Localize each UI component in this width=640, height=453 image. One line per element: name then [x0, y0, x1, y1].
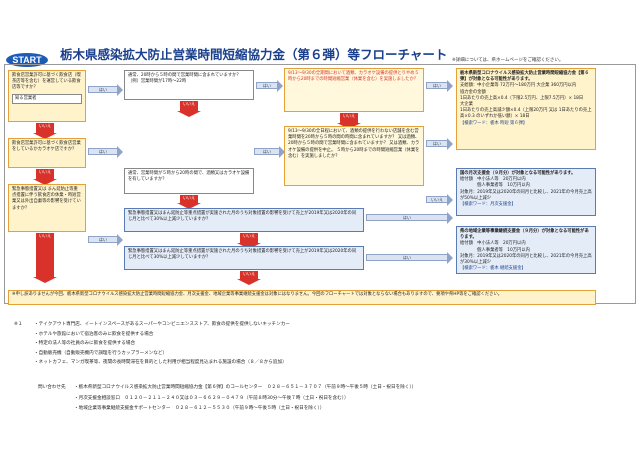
arrow-q4-yes: はい	[256, 80, 283, 92]
question-4-text: 通常、20時から５時の間で営業時間に含まれていますか？（例）営業時間が17時～2…	[128, 73, 241, 85]
result-3: 県の地域企業等事業継続支援金（９月分）が対象となる可能性があります。 給付額 中…	[456, 226, 596, 274]
arrow-q8-no: いいえ	[237, 233, 261, 249]
result-1-line-1: 協力金の金額	[460, 89, 486, 95]
question-2: 飲食店営業許可に基づく飲食店営業をしているかカラオケ店ですか？	[8, 138, 86, 168]
notes-section: ※１ ・テイクアウト専門店、イートインスペースがあるスーパーやコンビニエンススト…	[14, 320, 290, 368]
question-8-text: 緊急事態措置又はまん延防止等重点措置が実施された月のうち対象措置の影響を受けて売…	[128, 211, 357, 223]
question-5: 9/13～9/30の全期間において酒類、カラオケ設備の提供とりやめ５時から20時…	[284, 68, 424, 112]
result-1-line-4: 1日あたりの売上高減少額×0.4（上限20万円 又は 1日あたりの売上高×0.3…	[460, 108, 592, 120]
question-1: 飲食店営業許可に基づく飲食店（喫茶店等を含む）を運営している飲食店等ですか？ 知…	[8, 70, 86, 122]
question-1-alt: 知る営業者	[12, 93, 82, 104]
result-2-line-2: 対象月：2019年又は2020年の同月と比較し、2021年の今月売上高が50%以…	[460, 189, 592, 201]
result-3-line-0: 給付額 中小法人等 20万円以内	[460, 241, 526, 247]
result-1-heading: 栃木県新型コロナウイルス感染拡大防止営業時間短縮協力金【第６弾】が対象となる可能…	[460, 71, 589, 83]
note-item: ・自動販売機（自動販売機内で調理を行うカップラーメンなど）	[34, 350, 168, 356]
result-1-search: 【検索ワード：栃木 時短 第６弾】	[460, 120, 528, 126]
top-note: ※詳細については、県ホームページをご確認ください。	[452, 58, 564, 63]
question-7-text: 通常、営業時間が５時から20時の間で、酒類又はカラオケ設備を有していますか？	[128, 171, 250, 183]
arrow-q7-no: いいえ	[177, 195, 201, 209]
question-5-text: 9/13～9/30の全期間において酒類、カラオケ設備の提供とりやめ５時から20時…	[288, 71, 419, 83]
question-8: 緊急事態措置又はまん延防止等重点措置が実施された月のうち対象措置の影響を受けて売…	[124, 208, 364, 232]
note-item: ・テイクアウト専門店、イートインスペースがあるスーパーやコンビニエンスストア、飲…	[34, 322, 290, 327]
result-3-heading: 県の地域企業等事業継続支援金（９月分）が対象となる可能性があります。	[460, 229, 589, 241]
arrow-q5-yes: はい	[426, 80, 453, 92]
result-1-line-0: 支給額：中小企業等 72万円～180万円 大企業 360万円以内	[460, 83, 577, 89]
arrow-q4-no: いいえ	[177, 101, 201, 117]
result-2: 国の月次支援金（９月分）が対象となる可能性があります。 給付額 中小法人等 20…	[456, 168, 596, 216]
contact-item: ・栃木県新型コロナウイルス感染拡大防止営業時間短縮協力金【第６弾】のコールセンタ…	[74, 385, 417, 390]
contacts-section: 問い合わせ先 ・栃木県新型コロナウイルス感染拡大防止営業時間短縮協力金【第６弾】…	[38, 383, 416, 415]
notes-label: ※１	[14, 322, 23, 327]
arrow-q1-no: いいえ	[33, 123, 57, 139]
arrow-q6-no: いいえ	[426, 194, 453, 206]
arrow-q1-yes: はい	[88, 84, 123, 96]
question-9-text: 緊急事態措置又はまん延防止等重点措置が実施された月のうち対象措置の影響を受けて売…	[128, 249, 357, 261]
question-9: 緊急事態措置又はまん延防止等重点措置が実施された月のうち対象措置の影響を受けて売…	[124, 246, 364, 270]
result-3-line-2: 対象月：2019年又は2020年の同月と比較し、2021年の今月売上高が30%以…	[460, 253, 592, 266]
arrow-into-q6: はい	[254, 146, 285, 158]
result-1: 栃木県新型コロナウイルス感染拡大防止営業時間短縮協力金【第６弾】が対象となる可能…	[456, 68, 596, 150]
not-applicable-box: ※申し訳ありませんが今回、栃木県新型コロナウイルス感染拡大防止営業時間短縮協力金…	[8, 290, 596, 305]
result-2-line-0: 給付額 中小法人等 20万円以内	[460, 177, 526, 183]
arrow-q2-no: いいえ	[33, 169, 57, 185]
result-3-search: 【検索ワード：栃木 継続支援金】	[460, 266, 526, 272]
question-4: 通常、20時から５時の間で営業時間に含まれていますか？（例）営業時間が17時～2…	[124, 70, 254, 100]
note-item: ・特定の法人等の社員のみに飲食を提供する場合	[34, 341, 136, 346]
arrow-q6-yes: はい	[426, 138, 453, 150]
question-3: 緊急事態措置又は まん延防止等重点措置に伴う飲食店の休業・時短営業又は外出自粛等…	[8, 184, 86, 232]
result-2-search: 【検索ワード：月次支援金】	[460, 202, 516, 208]
arrow-q3-no: いいえ	[33, 233, 57, 283]
question-7: 通常、営業時間が５時から20時の間で、酒類又はカラオケ設備を有していますか？	[124, 168, 254, 194]
arrow-q9-yes: はい	[366, 252, 453, 264]
result-3-line-1: 個人事業者等 10万円以内	[460, 247, 530, 253]
question-2-text: 飲食店営業許可に基づく飲食店営業をしているかカラオケ店ですか？	[12, 141, 81, 153]
arrow-q3-yes: はい	[88, 234, 123, 246]
arrow-q8-yes: はい	[366, 212, 453, 224]
result-1-line-2: 1日あたりの売上高×0.4（下限2.5万円、上限7.5万円）× 18日	[460, 95, 584, 101]
result-1-line-3: 大企業	[460, 102, 473, 108]
question-6: 9/13～9/30の全日程において、酒類の提供を行わない店舗を含む営業時間を20…	[284, 126, 424, 186]
start-badge: START	[6, 53, 48, 67]
question-6-text: 9/13～9/30の全日程において、酒類の提供を行わない店舗を含む営業時間を20…	[288, 129, 420, 159]
arrow-q9-no: いいえ	[237, 271, 261, 285]
contact-item: ・地域企業等事業継続支援金サポートセンター ０２８－６１２－５５３０（午前９時～…	[74, 406, 325, 411]
arrow-q5-no: いいえ	[337, 113, 361, 129]
note-item: ・ネットカフェ、マンガ喫茶等、夜間の長時間滞在を目的とした利用が相当程度見込まれ…	[34, 360, 287, 365]
contacts-label: 問い合わせ先	[38, 385, 66, 390]
arrow-q2-yes: はい	[88, 146, 123, 158]
note-item: ・ホテルや旅館において宿泊客のみに飲食を提供する場合	[34, 331, 154, 337]
question-3-text: 緊急事態措置又は まん延防止等重点措置に伴う飲食店の休業・時短営業又は外出自粛等…	[12, 187, 81, 211]
page-title: 栃木県感染拡大防止営業時間短縮協力金（第６弾）等フローチャート	[60, 47, 448, 62]
result-2-line-1: 個人事業者等 10万円以内	[460, 183, 530, 189]
contact-item: ・月次支援金相談窓口 ０１２０－２１１－２４０又は０３－６６２９－０４７９（午前…	[74, 395, 349, 401]
question-1-text: 飲食店営業許可に基づく飲食店（喫茶店等を含む）を運営している飲食店等ですか？	[12, 73, 81, 91]
not-applicable-text: ※申し訳ありませんが今回、栃木県新型コロナウイルス感染拡大防止営業時間短縮協力金…	[12, 292, 503, 297]
result-2-heading: 国の月次支援金（９月分）が対象となる可能性があります。	[460, 171, 576, 176]
